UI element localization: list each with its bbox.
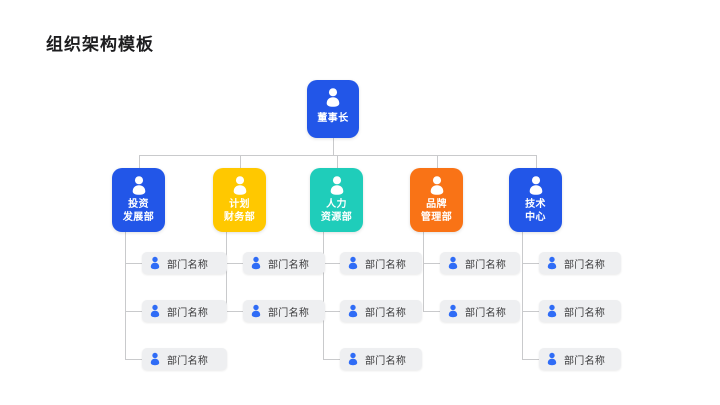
org-leaf-3-2[interactable]: 部门名称 <box>340 300 422 322</box>
page-title: 组织架构模板 <box>46 35 154 54</box>
connector-spine-5 <box>522 232 523 359</box>
org-node-dept-label: 计划 财务部 <box>223 199 256 223</box>
person-icon <box>132 176 145 195</box>
connector-leaf-stub-3-2 <box>323 311 340 312</box>
org-leaf-label: 部门名称 <box>365 355 407 367</box>
connector-leaf-stub-3-1 <box>323 263 340 264</box>
org-node-dept-3[interactable]: 人力 资源部 <box>310 168 363 232</box>
org-node-dept-4[interactable]: 品牌 管理部 <box>410 168 463 232</box>
org-leaf-label: 部门名称 <box>365 259 407 271</box>
org-leaf-2-2[interactable]: 部门名称 <box>243 300 325 322</box>
person-icon <box>251 304 261 318</box>
connector-leaf-stub-4-1 <box>423 263 440 264</box>
person-icon <box>233 176 246 195</box>
connector-spine-4 <box>423 232 424 311</box>
connector-leaf-stub-3-3 <box>323 359 340 360</box>
org-leaf-label: 部门名称 <box>564 259 606 271</box>
org-node-dept-label: 人力 资源部 <box>320 199 353 223</box>
person-icon <box>150 304 160 318</box>
org-leaf-label: 部门名称 <box>268 259 310 271</box>
org-leaf-3-3[interactable]: 部门名称 <box>340 348 422 370</box>
connector-leaf-stub-5-2 <box>522 311 539 312</box>
person-icon <box>251 256 261 270</box>
connector-spine-3 <box>323 232 324 359</box>
org-leaf-1-3[interactable]: 部门名称 <box>142 348 227 370</box>
connector-leaf-stub-5-1 <box>522 263 539 264</box>
org-leaf-label: 部门名称 <box>465 307 507 319</box>
org-node-root-label: 董事长 <box>317 113 349 124</box>
person-icon <box>330 176 343 195</box>
org-leaf-label: 部门名称 <box>167 355 209 367</box>
connector-dept-drop-5 <box>536 155 537 168</box>
connector-leaf-stub-1-1 <box>125 263 142 264</box>
org-leaf-1-1[interactable]: 部门名称 <box>142 252 227 274</box>
connector-leaf-stub-5-3 <box>522 359 539 360</box>
connector-spine-1 <box>125 232 126 359</box>
org-node-root[interactable]: 董事长 <box>307 80 359 138</box>
org-leaf-4-2[interactable]: 部门名称 <box>440 300 520 322</box>
org-leaf-5-1[interactable]: 部门名称 <box>539 252 621 274</box>
person-icon <box>348 256 358 270</box>
person-icon <box>547 256 557 270</box>
connector-leaf-stub-1-3 <box>125 359 142 360</box>
connector-dept-drop-4 <box>437 155 438 168</box>
connector-leaf-stub-2-1 <box>226 263 243 264</box>
person-icon <box>547 304 557 318</box>
org-leaf-4-1[interactable]: 部门名称 <box>440 252 520 274</box>
org-leaf-label: 部门名称 <box>365 307 407 319</box>
org-leaf-5-3[interactable]: 部门名称 <box>539 348 621 370</box>
org-node-dept-1[interactable]: 投资 发展部 <box>112 168 165 232</box>
person-icon <box>348 352 358 366</box>
org-node-dept-2[interactable]: 计划 财务部 <box>213 168 266 232</box>
org-node-dept-label: 品牌 管理部 <box>420 199 453 223</box>
org-leaf-label: 部门名称 <box>167 307 209 319</box>
org-leaf-2-1[interactable]: 部门名称 <box>243 252 325 274</box>
org-leaf-5-2[interactable]: 部门名称 <box>539 300 621 322</box>
person-icon <box>348 304 358 318</box>
org-leaf-label: 部门名称 <box>564 307 606 319</box>
person-icon <box>326 88 340 107</box>
org-leaf-label: 部门名称 <box>268 307 310 319</box>
connector-dept-drop-2 <box>240 155 241 168</box>
person-icon <box>150 352 160 366</box>
person-icon <box>430 176 443 195</box>
org-node-dept-label: 投资 发展部 <box>122 199 155 223</box>
org-leaf-label: 部门名称 <box>167 259 209 271</box>
org-leaf-1-2[interactable]: 部门名称 <box>142 300 227 322</box>
connector-leaf-stub-1-2 <box>125 311 142 312</box>
person-icon <box>529 176 542 195</box>
org-leaf-label: 部门名称 <box>564 355 606 367</box>
connector-leaf-stub-4-2 <box>423 311 440 312</box>
connector-spine-2 <box>226 232 227 311</box>
org-node-dept-label: 技术 中心 <box>525 199 546 223</box>
org-leaf-3-1[interactable]: 部门名称 <box>340 252 422 274</box>
person-icon <box>547 352 557 366</box>
connector-leaf-stub-2-2 <box>226 311 243 312</box>
connector-dept-drop-3 <box>337 155 338 168</box>
person-icon <box>448 304 458 318</box>
connector-root-drop <box>333 138 334 155</box>
person-icon <box>150 256 160 270</box>
connector-dept-drop-1 <box>139 155 140 168</box>
org-node-dept-5[interactable]: 技术 中心 <box>509 168 562 232</box>
org-leaf-label: 部门名称 <box>465 259 507 271</box>
person-icon <box>448 256 458 270</box>
